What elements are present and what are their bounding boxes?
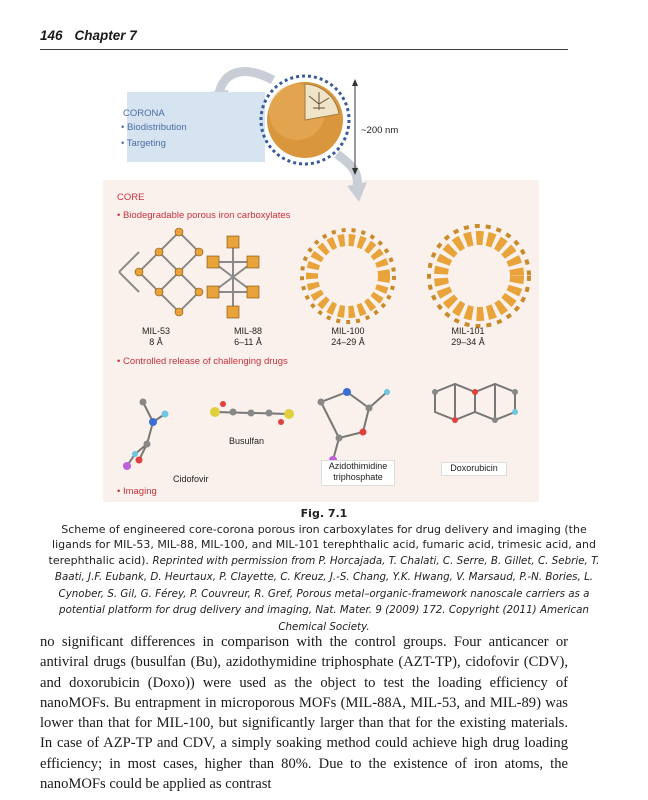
nanoparticle-icon [261,76,349,164]
corona-item-biodistribution: • Biodistribution [121,122,187,133]
header-rule [40,49,568,50]
curved-arrow-icon [337,154,367,202]
size-label: ~200 nm [361,125,398,136]
page-header: 146 Chapter 7 [40,28,568,43]
figure-7-1: CORONA • Biodistribution • Targeting ~20… [103,62,539,502]
body-paragraph: no significant differences in comparison… [40,632,568,794]
figure-caption: Fig. 7.1 Scheme of engineered core-coron… [40,506,608,635]
mil53-structure [119,228,203,316]
label-azt-line2: triphosphate [322,472,394,483]
label-cidofovir: Cidofovir [173,474,209,485]
corona-item-targeting: • Targeting [121,138,166,149]
corona-title: CORONA [123,108,165,119]
busulfan-molecule [210,401,294,425]
chapter-title: Chapter 7 [75,28,137,43]
mil88-structure [207,236,259,318]
label-box-doxorubicin: Doxorubicin [441,462,507,476]
figure-label: Fig. 7.1 [40,506,608,522]
label-busulfan: Busulfan [229,436,264,447]
bullet-imaging: • Imaging [117,486,157,497]
label-azt-line1: Azidothimidine [322,461,394,472]
mil101-structure [429,226,529,326]
bullet-biodegradable: • Biodegradable porous iron carboxylates [117,210,290,221]
doxorubicin-molecule [432,384,518,423]
cidofovir-molecule [123,399,169,471]
size-arrow-icon [352,79,358,175]
mil100-structure [302,230,394,322]
header-text: 146 Chapter 7 [40,28,568,43]
azt-tp-molecule [318,388,391,464]
label-box-azt: Azidothimidine triphosphate [321,460,395,486]
core-title: CORE [117,192,144,203]
page-number: 146 [40,28,63,43]
label-doxorubicin: Doxorubicin [442,463,506,474]
bullet-controlled-release: • Controlled release of challenging drug… [117,356,288,367]
